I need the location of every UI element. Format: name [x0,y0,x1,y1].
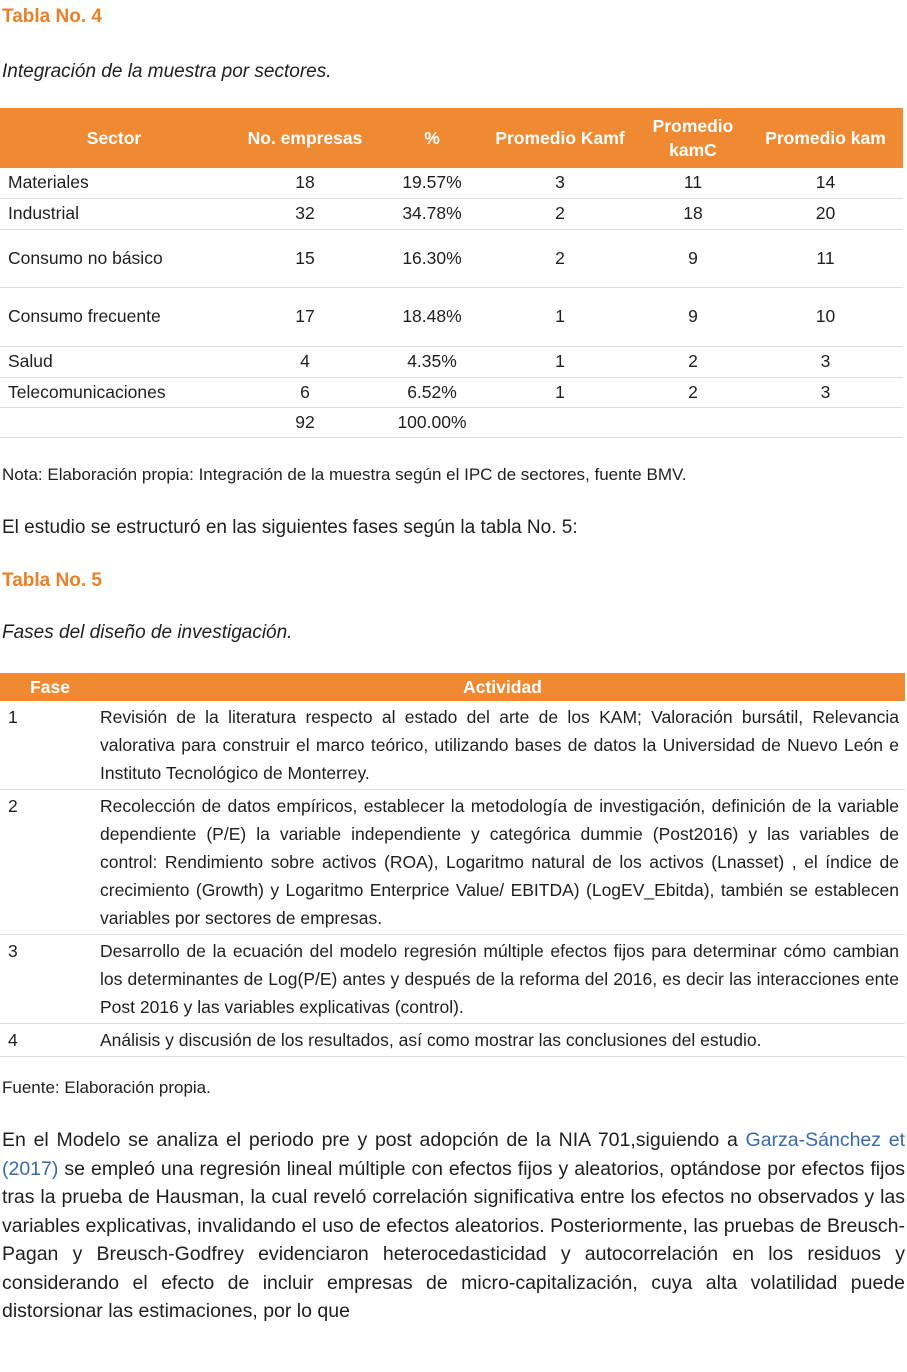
table-cell: 18 [638,198,748,230]
citation-link[interactable]: Garza-Sánchez et (2017) [2,1129,905,1180]
table5-header: Actividad [100,673,905,701]
table-cell [748,407,903,438]
paragraph-text: En el Modelo se analiza el periodo pre y… [2,1129,746,1151]
table-row: Materiales 18 19.57% 3 11 14 [0,168,903,199]
table-cell: 3 [0,934,100,1024]
table5-label: Tabla No. 5 [2,570,102,591]
table-cell: 9 [638,287,748,347]
table-cell: 17 [228,287,382,347]
table5-source: Fuente: Elaboración propia. [2,1078,211,1097]
table-cell: 1 [0,701,100,790]
table-cell: 3 [748,377,903,408]
table-cell: 19.57% [382,168,482,199]
table-cell: 4 [0,1023,100,1057]
table-cell: 10 [748,287,903,347]
table5-header-row: Fase Actividad [0,673,905,701]
table5-header: Fase [0,673,100,701]
table4-header: Promedio kam [748,108,903,168]
table-cell: Revisión de la literatura respecto al es… [100,701,905,790]
body-paragraph: En el Modelo se analiza el periodo pre y… [2,1126,905,1326]
table-cell: 18 [228,168,382,199]
table-row-total: 92 100.00% [0,407,903,438]
table4-header: Sector [0,108,228,168]
table4-header: Promedio Kamf [482,108,638,168]
table-cell: 3 [748,346,903,378]
table-cell: Desarrollo de la ecuación del modelo reg… [100,934,905,1024]
paragraph-text: se empleó una regresión lineal múltiple … [2,1157,905,1323]
table5: Fase Actividad 1 Revisión de la literatu… [0,673,905,1057]
table-cell: 15 [228,229,382,288]
table4-header-row: Sector No. empresas % Promedio Kamf Prom… [0,108,903,168]
table-cell [638,407,748,438]
table4-header: % [382,108,482,168]
table-cell: 1 [482,346,638,378]
table-cell: Telecomunicaciones [0,377,228,408]
table4-header: No. empresas [228,108,382,168]
table-cell: Salud [0,346,228,378]
table-row: Telecomunicaciones 6 6.52% 1 2 3 [0,377,903,408]
table-cell: 2 [482,229,638,288]
table-row: Salud 4 4.35% 1 2 3 [0,346,903,378]
table-cell: 2 [638,377,748,408]
table-cell: 14 [748,168,903,199]
table4-header: Promedio kamC [638,108,748,168]
table4-label: Tabla No. 4 [2,6,102,27]
table-row: 4 Análisis y discusión de los resultados… [0,1023,905,1057]
lead-sentence: El estudio se estructuró en las siguient… [2,517,578,538]
table-cell [0,407,228,438]
table-cell: 4 [228,346,382,378]
table-row: Consumo frecuente 17 18.48% 1 9 10 [0,287,903,347]
table-cell: 9 [638,229,748,288]
table-cell: Consumo no básico [0,229,228,288]
table4-note: Nota: Elaboración propia: Integración de… [2,465,687,484]
table-cell: 16.30% [382,229,482,288]
table-cell: 4.35% [382,346,482,378]
table-row: 1 Revisión de la literatura respecto al … [0,701,905,790]
table-cell: Recolección de datos empíricos, establec… [100,789,905,935]
table4-caption: Integración de la muestra por sectores. [2,61,332,82]
table-cell: 1 [482,377,638,408]
table-row: Consumo no básico 15 16.30% 2 9 11 [0,229,903,288]
table-cell: 2 [0,789,100,935]
table4: Sector No. empresas % Promedio Kamf Prom… [0,108,903,438]
table-cell: 3 [482,168,638,199]
table-cell: Análisis y discusión de los resultados, … [100,1023,905,1057]
table-cell [482,407,638,438]
table-cell: 6 [228,377,382,408]
table-cell: 34.78% [382,198,482,230]
table-cell: Materiales [0,168,228,199]
table-row: 3 Desarrollo de la ecuación del modelo r… [0,934,905,1024]
table-cell: Consumo frecuente [0,287,228,347]
table-cell: 100.00% [382,407,482,438]
table-cell: 92 [228,407,382,438]
table-cell: 32 [228,198,382,230]
table-cell: Industrial [0,198,228,230]
table-cell: 20 [748,198,903,230]
table5-caption: Fases del diseño de investigación. [2,622,293,643]
table-cell: 11 [638,168,748,199]
table-cell: 1 [482,287,638,347]
table-cell: 6.52% [382,377,482,408]
table-cell: 18.48% [382,287,482,347]
table-cell: 2 [638,346,748,378]
table-row: 2 Recolección de datos empíricos, establ… [0,789,905,935]
table-row: Industrial 32 34.78% 2 18 20 [0,198,903,230]
table-cell: 11 [748,229,903,288]
table-cell: 2 [482,198,638,230]
